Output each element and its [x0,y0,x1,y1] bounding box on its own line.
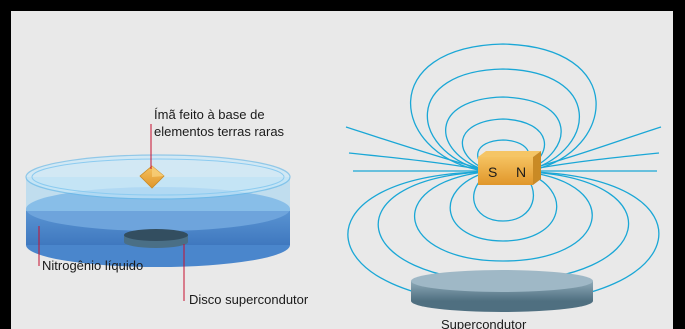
field-line-upper-2 [426,68,580,171]
bar-magnet [478,151,541,185]
small-disk-top [124,229,188,241]
nitrogen-label: Nitrogênio líquido [42,258,144,273]
magnet-front-face [478,157,533,185]
field-line-upper-3 [445,96,562,171]
field-line-right-2 [532,152,660,170]
field-lines [345,43,662,304]
field-line-lower-2 [377,171,630,282]
magnet-label-line2: elementos terras raras [154,124,285,139]
magnet-top-face [478,151,541,157]
field-line-left-1 [345,126,479,169]
superconductor-block [411,270,593,312]
pole-s-label: S [488,164,498,180]
field-line-upper-4 [461,118,546,171]
field-line-upper-1 [409,43,597,171]
field-line-lower-5 [473,171,535,222]
field-line-lower-4 [449,171,558,242]
superconductor-label: Supercondutor [441,317,527,329]
pole-n-label: N [516,164,527,180]
diagram-svg [25,43,662,312]
disk-label: Disco supercondutor [189,292,309,307]
field-line-lower-3 [413,171,593,262]
field-line-left-2 [348,152,479,170]
magnet-label-line1: Ímã feito à base de [154,107,265,122]
magnet-side-face [533,151,541,185]
field-line-right-1 [532,126,662,169]
dish-rim-inner [31,158,285,196]
nitrogen-dish [25,154,291,267]
leader-lines [38,124,185,301]
block-top [411,270,593,292]
diagram-panel: Ímã feito à base de elementos terras rar… [11,11,673,329]
floating-magnet-highlight [152,166,164,177]
